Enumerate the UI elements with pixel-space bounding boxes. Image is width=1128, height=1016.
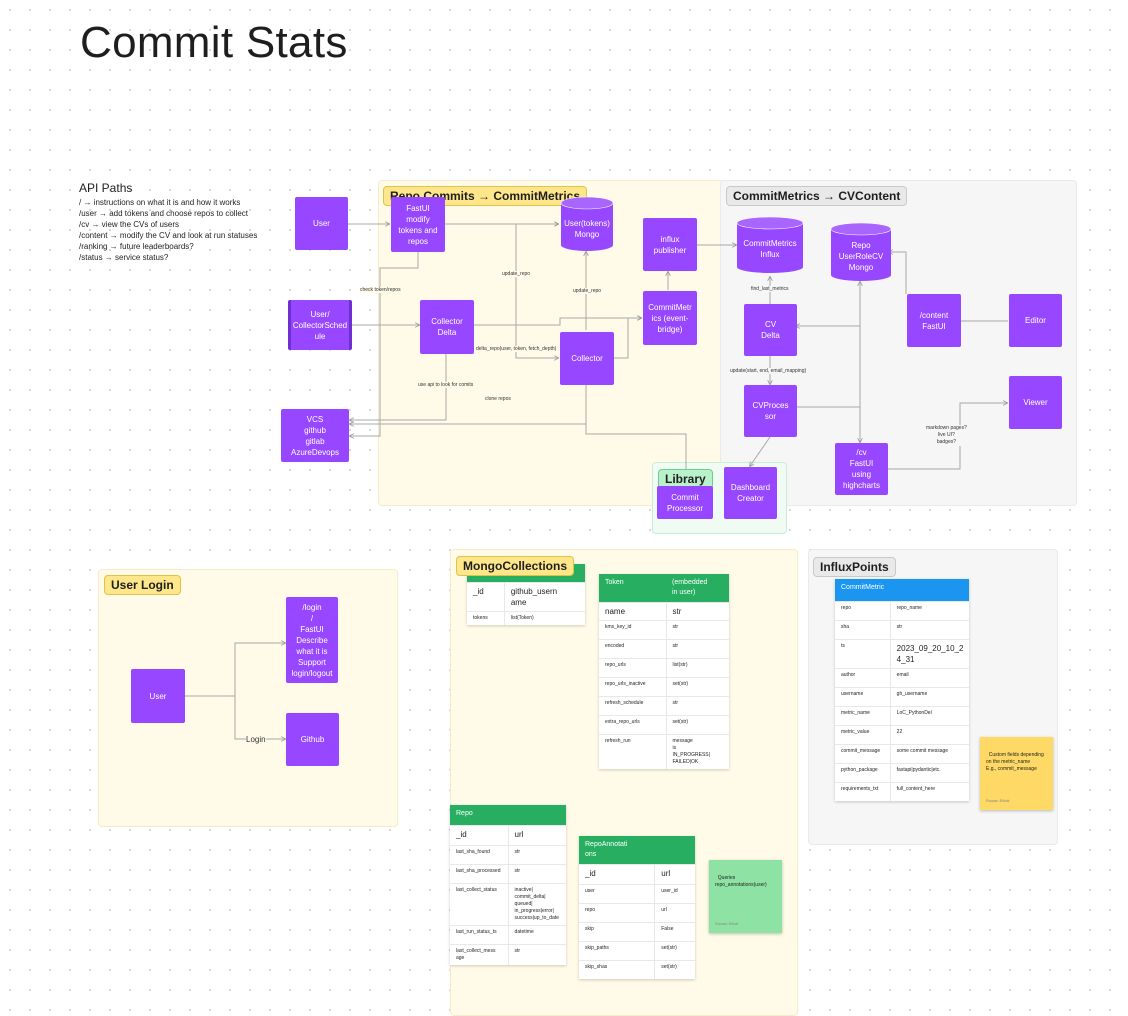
edge-label: use api to look for comits	[418, 382, 474, 388]
commitmetrics-eventbridge-node[interactable]: CommitMetr ics (event- bridge)	[643, 291, 697, 345]
editor-node[interactable]: Editor	[1009, 294, 1062, 347]
table-header: (embedded in user)	[666, 574, 729, 603]
collector-node[interactable]: Collector	[560, 332, 614, 385]
table-header	[890, 579, 970, 602]
github-node[interactable]: Github	[286, 713, 339, 766]
api-path-line: / → instructions on what it is and how i…	[79, 198, 241, 207]
edge-label: markdown pages? live UI? badges?	[926, 425, 967, 446]
edge-label: Login	[246, 735, 266, 745]
edge-label: find_last_metrics	[751, 286, 789, 292]
table-header: Repo	[450, 805, 509, 826]
database-icon	[736, 216, 804, 273]
login-fastui-node[interactable]: /login / FastUI Describe what it is Supp…	[286, 597, 338, 683]
table-header: CommitMetric	[835, 579, 891, 602]
edge-label: update(start, end, email_mapping)	[730, 368, 807, 374]
edge-label: clone repos	[485, 396, 511, 402]
collector-delta-node[interactable]: Collector Delta	[420, 300, 474, 354]
table-header	[654, 836, 695, 865]
user-login-label: User Login	[104, 575, 181, 595]
repo-userrolecv-mongo-db[interactable]: Repo UserRoleCV Mongo	[830, 222, 892, 282]
influx-points-label: InfluxPoints	[813, 557, 896, 577]
cv-delta-node[interactable]: CV Delta	[744, 304, 797, 356]
edge-label: check token/repos	[360, 287, 401, 293]
table-header: Token	[599, 574, 666, 603]
api-path-line: /user → add tokens and choose repos to c…	[79, 209, 248, 218]
commit-processor-node[interactable]: Commit Processor	[657, 486, 713, 519]
custom-fields-sticky-note[interactable]: Custom fields depending on the metric_na…	[980, 737, 1053, 810]
api-path-line: /cv → view the CVs of users	[79, 220, 180, 229]
vcs-node[interactable]: VCS github gitlab AzureDevops	[281, 409, 349, 462]
api-path-line: /content → modify the CV and look at run…	[79, 231, 258, 240]
database-icon	[830, 222, 892, 281]
user-node[interactable]: User	[295, 197, 348, 250]
edge-label: update_repo	[573, 288, 602, 294]
table-header: RepoAnnotati ons	[579, 836, 655, 865]
fastui-tokens-node[interactable]: FastUI modify tokens and repos	[391, 197, 445, 252]
queries-sticky-note[interactable]: Queries repo_annotations(user) Rowan Ell…	[709, 860, 782, 933]
api-path-line: /status → service status?	[79, 253, 169, 262]
commitmetrics-influx-db[interactable]: CommitMetrics Influx	[736, 216, 804, 274]
mongo-collections-label: MongoCollections	[456, 556, 574, 576]
edge-label: update_repo	[502, 271, 531, 277]
content-fastui-node[interactable]: /content FastUI	[907, 294, 961, 347]
api-paths-heading: API Paths	[79, 181, 133, 195]
login-user-node[interactable]: User	[131, 669, 185, 723]
viewer-node[interactable]: Viewer	[1009, 376, 1062, 429]
user-tokens-mongo-db[interactable]: User(tokens) Mongo	[560, 196, 614, 252]
table-header	[508, 805, 566, 826]
influx-publisher-node[interactable]: influx publisher	[643, 218, 697, 271]
dashboard-creator-node[interactable]: Dashboard Creator	[724, 467, 777, 519]
user-collector-schedule-node[interactable]: User/ CollectorSched ule	[288, 300, 352, 350]
cvprocessor-node[interactable]: CVProces sor	[744, 385, 797, 437]
api-path-line: /ranking → future leaderboards?	[79, 242, 194, 251]
database-icon	[560, 196, 614, 251]
commit-metrics-label: CommitMetrics → CVContent	[726, 186, 908, 206]
page-title: Commit Stats	[80, 18, 348, 67]
edge-label: delta_repo(user, token, fetch_depth)	[476, 346, 557, 352]
cv-fastui-node[interactable]: /cv FastUI using highcharts	[835, 443, 888, 495]
